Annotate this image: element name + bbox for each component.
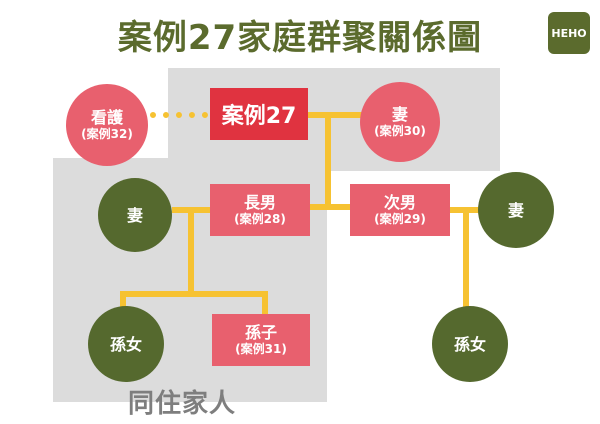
eldest-son-wife-node: 妻	[98, 178, 172, 252]
marriage-line-second-son	[418, 207, 484, 213]
heho-logo: HEHO	[548, 12, 590, 54]
grandson-node: 孫子 (案例31)	[212, 314, 310, 366]
eldest-son-wife-label: 妻	[126, 205, 143, 225]
second-son-branch	[325, 204, 353, 210]
eldest-son-label: 長男	[243, 193, 276, 212]
eldest-son-children-trunk	[188, 210, 194, 294]
eldest-son-node: 長男 (案例28)	[210, 184, 310, 236]
grandson-label: 孫子	[244, 323, 277, 342]
cohabiting-region-middle	[168, 158, 500, 171]
second-son-case: (案例29)	[374, 212, 426, 226]
granddaughter-left-label: 孫女	[109, 334, 142, 354]
granddaughter-right-label: 孫女	[453, 334, 486, 354]
granddaughter-right-node: 孫女	[432, 306, 508, 382]
eldest-son-children-bar	[120, 291, 268, 297]
case27-label: 案例27	[221, 104, 297, 129]
cohabiting-family-label: 同住家人	[128, 389, 237, 419]
caregiver-case: (案例32)	[81, 127, 133, 141]
marriage-line-case27	[308, 112, 364, 118]
page-title: 案例27家庭群聚關係圖	[117, 18, 483, 58]
children-trunk-line	[325, 115, 331, 210]
grandson-case: (案例31)	[235, 342, 287, 356]
second-son-child-drop	[463, 210, 469, 312]
case27-node: 案例27	[210, 88, 308, 140]
eldest-son-branch	[310, 204, 330, 210]
caregiver-dotted-link	[150, 112, 208, 118]
grandson-drop	[262, 291, 268, 315]
granddaughter-left-drop	[120, 291, 126, 311]
second-son-wife-node: 妻	[478, 172, 554, 248]
wife-node: 妻 (案例30)	[360, 82, 440, 162]
wife-case: (案例30)	[374, 124, 426, 138]
caregiver-node: 看護 (案例32)	[66, 84, 148, 166]
second-son-wife-label: 妻	[507, 200, 524, 220]
second-son-node: 次男 (案例29)	[350, 184, 450, 236]
wife-label: 妻	[391, 105, 408, 124]
caregiver-label: 看護	[90, 108, 123, 127]
second-son-label: 次男	[383, 193, 416, 212]
eldest-son-case: (案例28)	[234, 212, 286, 226]
granddaughter-left-node: 孫女	[88, 306, 164, 382]
